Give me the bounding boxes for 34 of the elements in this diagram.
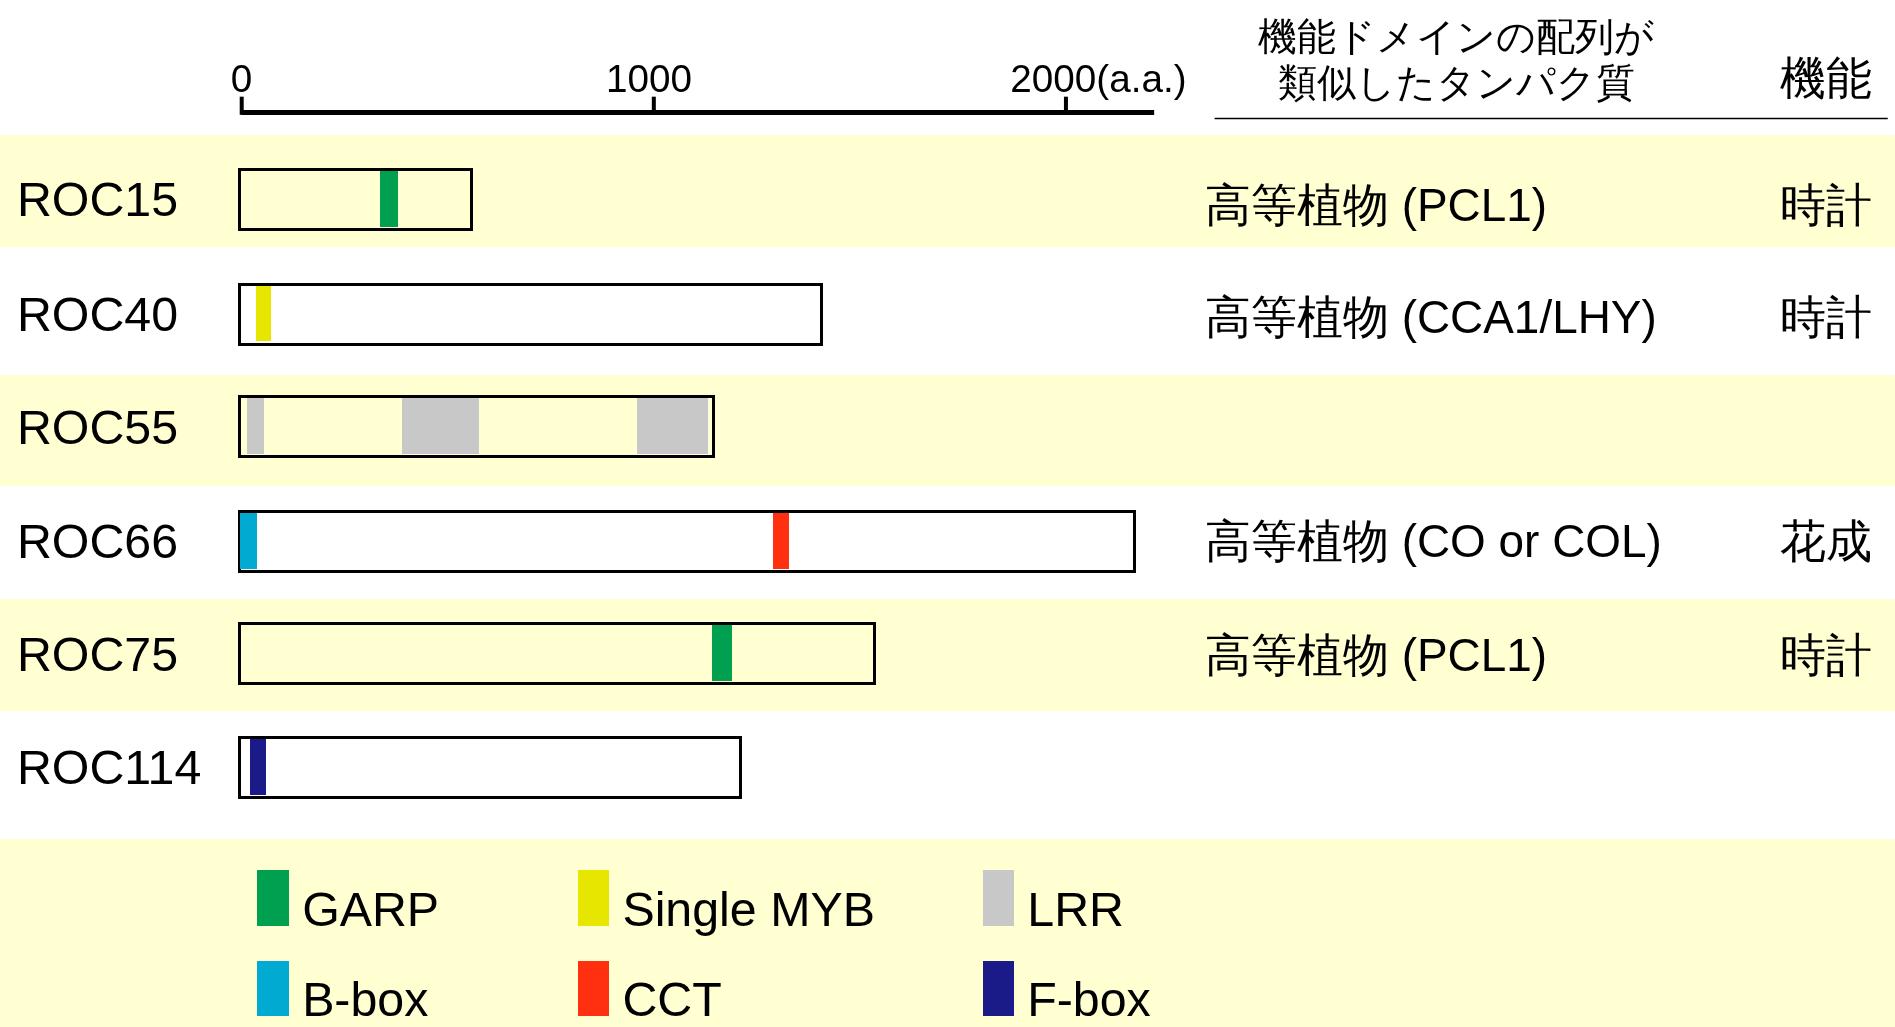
table-cell: 高等植物 (CCA1/LHY) [1204, 290, 1657, 346]
tick-label: 0 [230, 55, 253, 102]
protein-name: ROC40 [16, 286, 179, 344]
domain-segment [712, 625, 732, 681]
domain-segment [637, 398, 708, 454]
protein-name: ROC114 [16, 739, 202, 797]
domain-segment [401, 398, 480, 454]
protein-name: ROC75 [16, 625, 179, 683]
legend-label: LRR [1027, 880, 1124, 938]
tick-label: 1000 [606, 55, 692, 102]
table-cell-text: 高等植物 (PCL1) [1204, 177, 1548, 233]
table-cell: 花成 [1780, 513, 1873, 569]
table-cell: 高等植物 (CO or COL) [1204, 513, 1662, 569]
protein-name: ROC55 [16, 398, 179, 456]
legend-label: GARP [302, 880, 440, 938]
column-header: 機能ドメインの配列が類似したタンパク質 [1257, 13, 1656, 107]
table-cell-text: 時計 [1780, 177, 1873, 233]
legend-label: F-box [1027, 971, 1151, 1027]
table-cell: 時計 [1780, 290, 1873, 346]
domain-segment [247, 398, 264, 454]
protein-name: ROC66 [16, 513, 179, 571]
legend-label: B-box [302, 971, 429, 1027]
tick-label: 2000(a.a.) [1010, 55, 1187, 102]
legend-label: Single MYB [622, 880, 875, 938]
protein-name: ROC15 [16, 171, 179, 229]
legend-label: CCT [622, 971, 722, 1027]
domain-segment [239, 513, 257, 569]
domain-segment [380, 171, 399, 227]
table-cell: 時計 [1780, 627, 1873, 683]
table-cell: 高等植物 (PCL1) [1204, 627, 1548, 683]
domain-segment [772, 513, 789, 569]
column-header: 機能 [1780, 51, 1873, 107]
domain-segment [255, 285, 272, 342]
domain-segment [249, 739, 267, 795]
